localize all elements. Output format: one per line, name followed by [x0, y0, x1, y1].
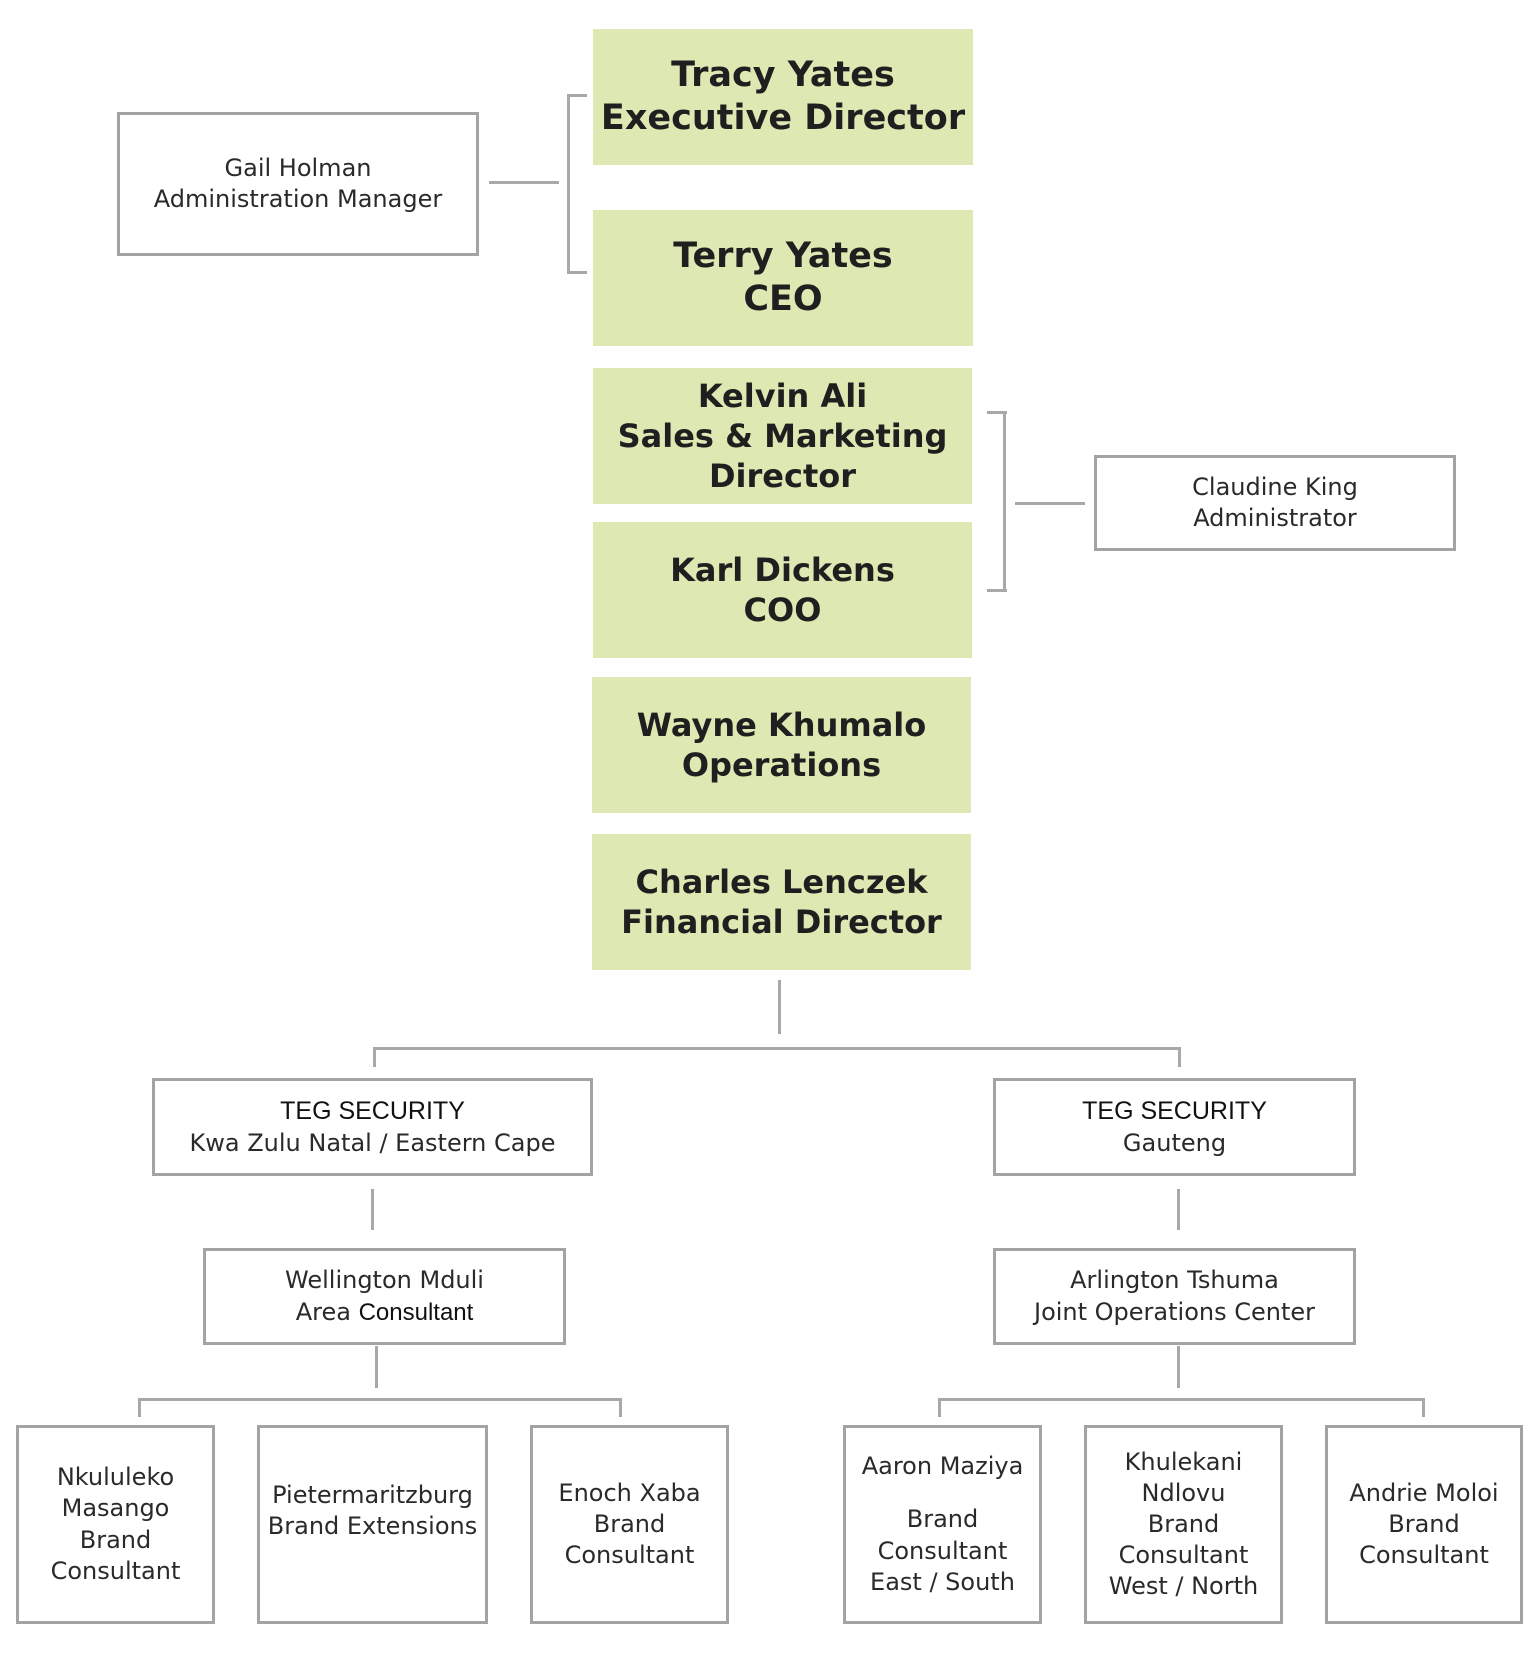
connector — [567, 94, 570, 274]
node-line: East / South — [870, 1567, 1015, 1596]
node-line1: TEG SECURITY — [1082, 1097, 1267, 1126]
node-wayne-khumalo: Wayne Khumalo Operations — [592, 677, 971, 813]
connector — [938, 1398, 1425, 1401]
connector — [138, 1398, 622, 1401]
node-line: Brand — [1388, 1509, 1460, 1538]
node-title: Financial Director — [621, 903, 942, 941]
node-name: Wellington Mduli — [285, 1266, 484, 1295]
node-title-line2: Director — [708, 457, 857, 495]
node-name: Claudine King — [1192, 472, 1358, 501]
node-title: Executive Director — [600, 98, 966, 138]
node-line: Brand — [593, 1509, 666, 1538]
node-title-line1: Sales & Marketing — [617, 417, 948, 455]
connector — [373, 1047, 1181, 1050]
node-region-kzn: TEG SECURITY Kwa Zulu Natal / Eastern Ca… — [152, 1078, 593, 1176]
connector — [567, 94, 587, 97]
node-title: COO — [743, 591, 822, 629]
node-nkululeko-masango: Nkululeko Masango Brand Consultant — [16, 1425, 215, 1624]
connector — [1015, 502, 1085, 505]
connector — [1178, 1047, 1181, 1067]
node-line2: Gauteng — [1122, 1128, 1227, 1157]
node-title: Area Consultant — [296, 1297, 474, 1328]
node-line: Brand Extensions — [267, 1512, 478, 1541]
connector — [373, 1047, 376, 1067]
node-line: Enoch Xaba — [558, 1478, 701, 1507]
node-aaron-maziya: Aaron Maziya Brand Consultant East / Sou… — [843, 1425, 1042, 1624]
node-andrie-moloi: Andrie Moloi Brand Consultant — [1325, 1425, 1523, 1624]
node-line: Masango — [61, 1494, 170, 1523]
node-khulekani-ndlovu: Khulekani Ndlovu Brand Consultant West /… — [1084, 1425, 1283, 1624]
connector — [1177, 1189, 1180, 1230]
node-line: Consultant — [1118, 1541, 1249, 1570]
node-name: Aaron Maziya — [861, 1452, 1024, 1481]
node-line: Khulekani — [1124, 1447, 1243, 1476]
node-line: Nkululeko — [56, 1463, 175, 1492]
node-wellington-mduli: Wellington Mduli Area Consultant — [203, 1248, 566, 1345]
node-line2: Kwa Zulu Natal / Eastern Cape — [189, 1128, 556, 1157]
node-line: Pietermaritzburg — [272, 1481, 473, 1509]
connector — [1003, 411, 1006, 592]
node-line: Ndlovu — [1141, 1478, 1226, 1507]
connector — [1177, 1346, 1180, 1388]
node-title: Joint Operations Center — [1033, 1297, 1316, 1326]
node-region-gauteng: TEG SECURITY Gauteng — [993, 1078, 1356, 1176]
node-line: Andrie Moloi — [1349, 1478, 1499, 1507]
node-line: Consultant — [877, 1536, 1008, 1565]
node-title: CEO — [743, 279, 823, 319]
node-charles-lenczek: Charles Lenczek Financial Director — [592, 834, 971, 970]
connector — [138, 1398, 141, 1417]
node-name: Karl Dickens — [670, 551, 895, 589]
node-kelvin-ali: Kelvin Ali Sales & Marketing Director — [593, 368, 972, 504]
node-line: West / North — [1108, 1572, 1259, 1601]
node-title: Administration Manager — [153, 185, 443, 213]
node-title-part2: Consultant — [358, 1298, 474, 1326]
connector — [987, 589, 1007, 592]
node-tracy-yates: Tracy Yates Executive Director — [593, 29, 973, 165]
node-name: Charles Lenczek — [635, 863, 928, 901]
node-name: Tracy Yates — [671, 55, 895, 96]
node-pietermaritzburg: Pietermaritzburg Brand Extensions — [257, 1425, 488, 1624]
node-line: Brand — [1147, 1509, 1220, 1538]
connector — [778, 980, 781, 1034]
node-arlington-tshuma: Arlington Tshuma Joint Operations Center — [993, 1248, 1356, 1345]
node-name: Gail Holman — [224, 153, 372, 182]
node-line: Consultant — [564, 1541, 695, 1570]
node-line: Consultant — [1359, 1541, 1489, 1570]
connector — [375, 1346, 378, 1388]
connector — [489, 181, 559, 184]
node-title-part1: Area — [295, 1297, 351, 1326]
node-name: Arlington Tshuma — [1070, 1266, 1279, 1295]
node-name: Terry Yates — [673, 236, 893, 277]
connector — [567, 271, 587, 274]
node-line: Consultant — [50, 1556, 181, 1585]
node-enoch-xaba: Enoch Xaba Brand Consultant — [530, 1425, 729, 1624]
node-terry-yates: Terry Yates CEO — [593, 210, 973, 346]
node-line: Brand — [79, 1525, 152, 1554]
connector — [938, 1398, 941, 1417]
node-name: Wayne Khumalo — [636, 706, 927, 744]
node-name: Kelvin Ali — [697, 377, 868, 415]
node-gail-holman: Gail Holman Administration Manager — [117, 112, 479, 256]
connector — [371, 1189, 374, 1230]
node-karl-dickens: Karl Dickens COO — [593, 522, 972, 658]
node-title: Operations — [681, 746, 882, 784]
connector — [987, 411, 1007, 414]
node-line: Brand — [906, 1505, 979, 1534]
node-claudine-king: Claudine King Administrator — [1094, 455, 1456, 551]
connector — [619, 1398, 622, 1417]
node-title: Administrator — [1193, 504, 1357, 532]
node-line1: TEG SECURITY — [280, 1097, 465, 1126]
connector — [1422, 1398, 1425, 1417]
